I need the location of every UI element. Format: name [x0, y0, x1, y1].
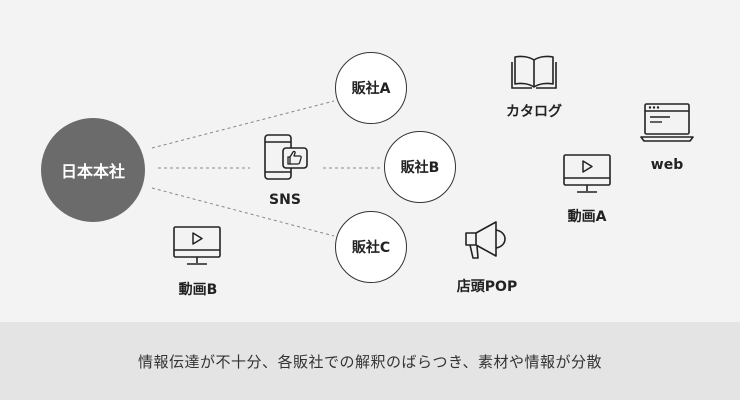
dealer-a-label: 販社A [351, 81, 391, 97]
laptop-icon [640, 103, 694, 142]
dealer-a-node: 販社A [335, 52, 407, 124]
connector-lines [151, 100, 380, 237]
dealer-b-label: 販社B [400, 160, 440, 176]
catalog-label: カタログ [506, 104, 562, 120]
megaphone-icon [465, 221, 506, 259]
book-icon [511, 55, 557, 89]
video-a-label: 動画A [567, 209, 607, 225]
video-b-label: 動画B [178, 282, 218, 298]
connector-hq-to-dealer-c [151, 187, 335, 237]
diagram: 日本本社 販社A 販社B 販社C カタログ web SNS [41, 52, 694, 298]
hq-node: 日本本社 [41, 118, 145, 222]
store-pop-label: 店頭POP [456, 279, 518, 295]
web-label: web [650, 157, 684, 173]
caption-bar: 情報伝達が不十分、各販社での解釈のばらつき、素材や情報が分散 [0, 322, 740, 400]
dealer-c-node: 販社C [335, 211, 407, 283]
sns-label: SNS [269, 192, 301, 208]
connector-hq-to-dealer-a [151, 100, 335, 149]
caption-text: 情報伝達が不十分、各販社での解釈のばらつき、素材や情報が分散 [138, 352, 602, 371]
hq-label: 日本本社 [60, 162, 125, 181]
video-monitor-icon [173, 226, 221, 265]
dealer-c-label: 販社C [351, 240, 391, 256]
video-monitor-icon [563, 154, 611, 193]
smartphone-like-icon [264, 134, 308, 180]
dealer-b-node: 販社B [384, 131, 456, 203]
